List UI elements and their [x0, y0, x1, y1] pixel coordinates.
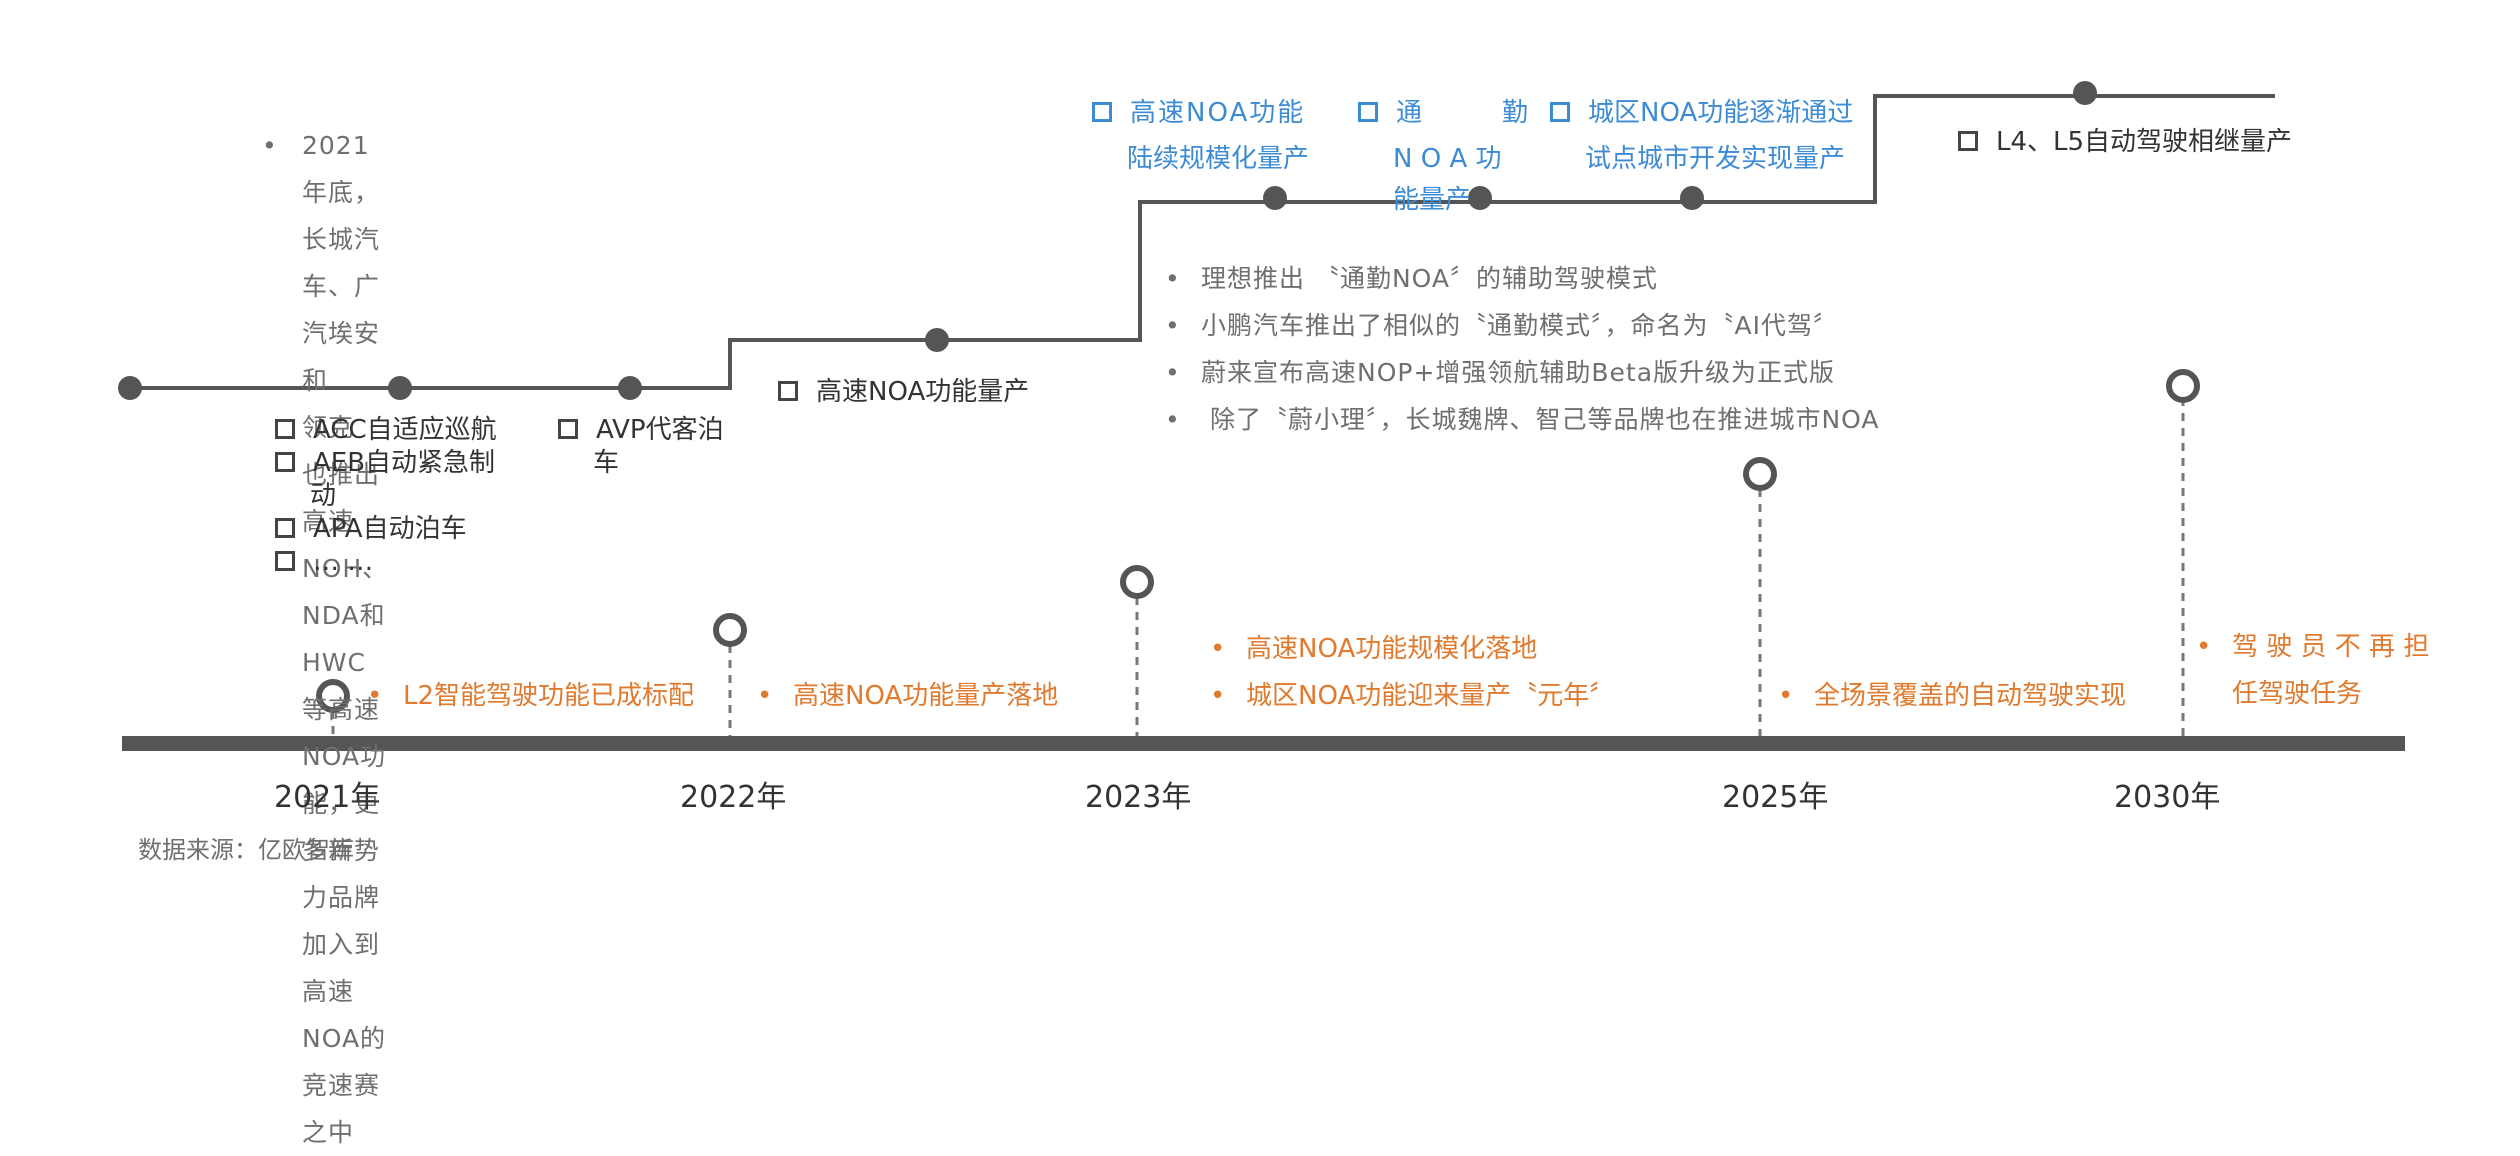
- list-item: AEB自动紧急制: [275, 447, 497, 480]
- note-item: •蔚来宣布高速NOP+增强领航辅助Beta版升级为正式版: [1165, 358, 1836, 387]
- milestone-2023-text: •高速NOA功能规模化落地 •城区NOA功能迎来量产〝元年〞: [1210, 634, 1616, 711]
- milestone-2022-text: •高速NOA功能量产落地: [757, 681, 1059, 711]
- bullet: •: [262, 131, 278, 160]
- year-label-2025: 2025年: [1722, 780, 1829, 815]
- note-line: HWC等高速 NOA功能，更多新势: [302, 648, 387, 865]
- staircase-dot: [388, 376, 412, 400]
- milestone-circle-2023: [1120, 565, 1154, 599]
- list-item: ACC自适应巡航: [275, 414, 497, 447]
- note-line: 2021年底，长城汽车、广汽埃安和: [302, 131, 381, 395]
- avp-item: AVP代客泊 车: [558, 414, 724, 480]
- note-line: 领克 也推出高速NOH、NDA和: [302, 413, 389, 630]
- checkbox-square-icon: [778, 380, 798, 401]
- checkbox-square-icon: [1550, 101, 1570, 122]
- data-source-note: 数据来源：亿欧智库: [138, 836, 354, 864]
- milestone-2025-text: •全场景覆盖的自动驾驶实现: [1778, 681, 2127, 711]
- blue-item-urban-noa: 城区NOA功能逐渐通过 试点城市开发实现量产: [1550, 90, 1853, 182]
- timeline-diagram: [118, 81, 2405, 751]
- checkbox-square-icon: [275, 451, 295, 472]
- checkbox-square-icon: [275, 418, 295, 439]
- year-label-2022: 2022年: [680, 780, 787, 815]
- list-item-continuation: 动: [310, 481, 337, 511]
- checkbox-square-icon: [275, 517, 295, 538]
- note-line: 之中: [302, 1118, 355, 1147]
- note-item: •小鹏汽车推出了相似的〝通勤模式〞，命名为〝AI代驾〞: [1165, 311, 1839, 340]
- blue-item-highway-noa: 高速NOA功能 陆续规模化量产: [1092, 90, 1309, 182]
- notes-2023: •理想推出 〝通勤NOA〞的辅助驾驶模式 •小鹏汽车推出了相似的〝通勤模式〞，命…: [1165, 255, 1880, 443]
- milestone-circle-2030: [2166, 369, 2200, 403]
- staircase-dot: [1263, 186, 1287, 210]
- milestone-circle-2025: [1743, 457, 1777, 491]
- milestone-2030-text: •驾 驶 员 不 再 担 任驾驶任务: [2196, 632, 2430, 709]
- note-line: 力品牌加入到高速 NOA的竞速赛: [302, 883, 387, 1100]
- checkbox-square-icon: [1092, 101, 1112, 122]
- list-item: … …: [275, 546, 497, 579]
- year-label-2021: 2021年: [274, 780, 381, 815]
- l4-l5-item: L4、L5自动驾驶相继量产: [1958, 126, 2292, 159]
- staircase-dot: [618, 376, 642, 400]
- milestone-circle-2021: [316, 679, 350, 713]
- note-item: • 除了〝蔚小理〞，长城魏牌、智己等品牌也在推进城市NOA: [1165, 405, 1880, 434]
- year-label-2023: 2023年: [1085, 780, 1192, 815]
- features-2021-list: ACC自适应巡航 AEB自动紧急制 动 APA自动泊车 … …: [275, 414, 497, 579]
- staircase-dot: [118, 376, 142, 400]
- milestone-circle-2022: [713, 613, 747, 647]
- list-item: APA自动泊车: [275, 513, 497, 546]
- checkbox-square-icon: [1958, 130, 1978, 151]
- year-axis-bar: [122, 736, 2405, 751]
- checkbox-square-icon: [558, 418, 578, 439]
- year-label-2030: 2030年: [2114, 780, 2221, 815]
- progress-staircase-line: [130, 94, 2275, 390]
- staircase-dot: [2073, 81, 2097, 105]
- note-item: •理想推出 〝通勤NOA〞的辅助驾驶模式: [1165, 264, 1658, 293]
- milestone-2021-text: •L2智能驾驶功能已成标配: [367, 681, 695, 711]
- staircase-dot: [1680, 186, 1704, 210]
- highway-noa-item: 高速NOA功能量产: [778, 376, 1029, 409]
- checkbox-square-icon: [1358, 101, 1378, 122]
- blue-item-commute-noa: 通勤 N O A 功 能量产: [1358, 90, 1528, 218]
- checkbox-square-icon: [275, 550, 295, 571]
- staircase-dot: [925, 328, 949, 352]
- staircase-dot: [1468, 186, 1492, 210]
